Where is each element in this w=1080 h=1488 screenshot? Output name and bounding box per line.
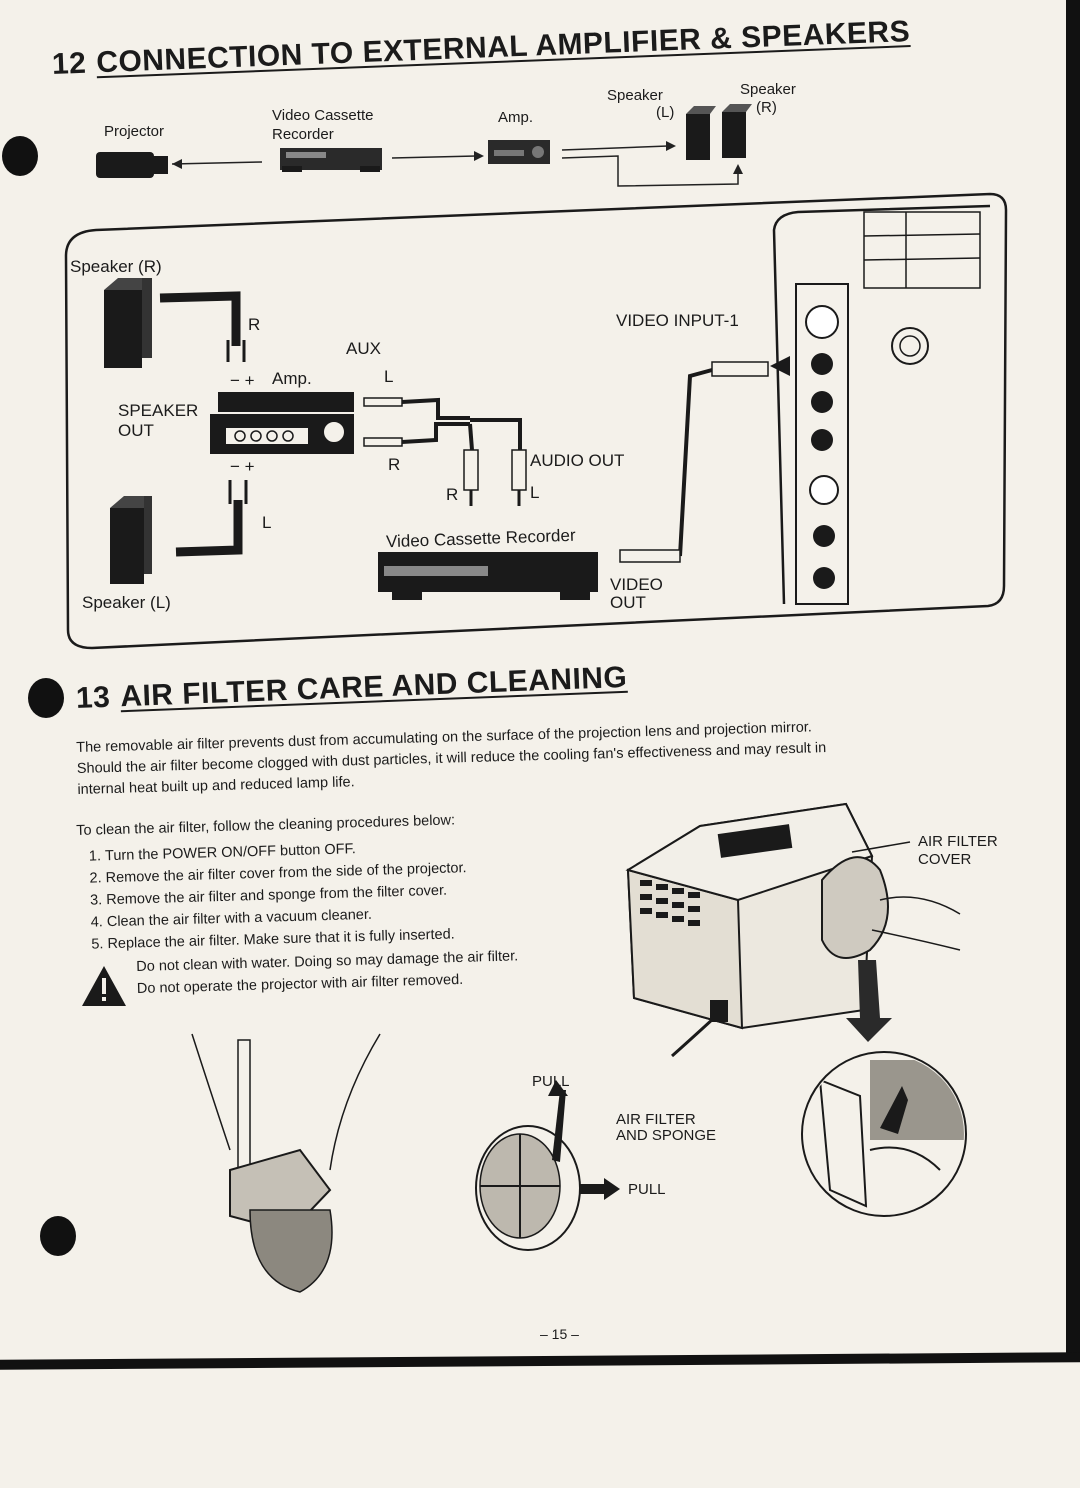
label-audio-out: AUDIO OUT (530, 451, 625, 470)
label-pull-side: PULL (628, 1181, 666, 1198)
label-video-out-2: OUT (610, 593, 646, 612)
speaker-l-wiring-icon (110, 496, 152, 584)
label-l-top: L (384, 367, 394, 386)
vcr-icon (280, 148, 382, 172)
label-pull-top: PULL (532, 1073, 570, 1090)
page-number: – 15 – (540, 1326, 579, 1342)
label-minus-plus-top: − + (230, 371, 255, 390)
label-speaker-l-top: Speaker (607, 87, 663, 104)
label-l-bottom: L (262, 513, 272, 532)
projector-panel (772, 204, 991, 605)
audio-cable (363, 397, 527, 506)
vacuum-cleaning-icon (191, 1033, 381, 1293)
page-edge-right (1066, 0, 1080, 1360)
binder-hole-top (2, 136, 38, 176)
projector-icon (96, 152, 168, 178)
label-r-plug: R (446, 485, 459, 504)
label-amp-top: Amp. (498, 109, 534, 126)
label-l-plug: L (530, 483, 540, 502)
speaker-l-icon (686, 106, 716, 160)
label-r-mid: R (388, 455, 401, 474)
label-air-filter-sponge: AIR FILTER (616, 1111, 696, 1128)
speaker-r-icon (722, 104, 752, 158)
label-minus-plus-bottom: − + (230, 457, 255, 476)
label-air-filter-cover: AIR FILTER (918, 833, 998, 850)
label-speaker-out-2: OUT (118, 421, 154, 440)
amp-icon (488, 140, 550, 164)
vcr-wiring-icon (378, 552, 598, 600)
filter-and-sponge-icon (475, 1080, 620, 1251)
binder-hole-bottom (40, 1216, 76, 1256)
overview-diagram (96, 104, 752, 187)
label-air-filter-cover-2: COVER (918, 851, 972, 868)
label-amp-wiring: Amp. (272, 369, 312, 388)
warning-block: Do not clean with water. Doing so may da… (82, 946, 622, 1006)
label-speaker-l: Speaker (L) (82, 593, 171, 612)
speaker-r-wiring-icon (104, 278, 152, 368)
label-video-out: VIDEO (610, 575, 663, 594)
warning-icon (82, 966, 126, 1006)
label-speaker-r: Speaker (R) (70, 257, 162, 276)
label-aux: AUX (346, 339, 381, 358)
label-vcr-top: Video Cassette (272, 107, 374, 124)
label-speaker-l-side: (L) (656, 104, 675, 121)
wiring-diagram (64, 192, 1008, 650)
label-video-input: VIDEO INPUT-1 (616, 311, 739, 330)
label-r-top: R (248, 315, 261, 334)
amp-wiring-icon (210, 392, 354, 454)
label-air-filter-sponge-2: AND SPONGE (616, 1127, 717, 1144)
label-speaker-r-top: Speaker (740, 81, 796, 98)
label-speaker-r-side: (R) (756, 99, 777, 116)
binder-hole-middle (28, 678, 64, 718)
label-vcr-top-2: Recorder (272, 126, 334, 143)
label-projector: Projector (104, 123, 165, 140)
label-speaker-out: SPEAKER (118, 401, 199, 420)
